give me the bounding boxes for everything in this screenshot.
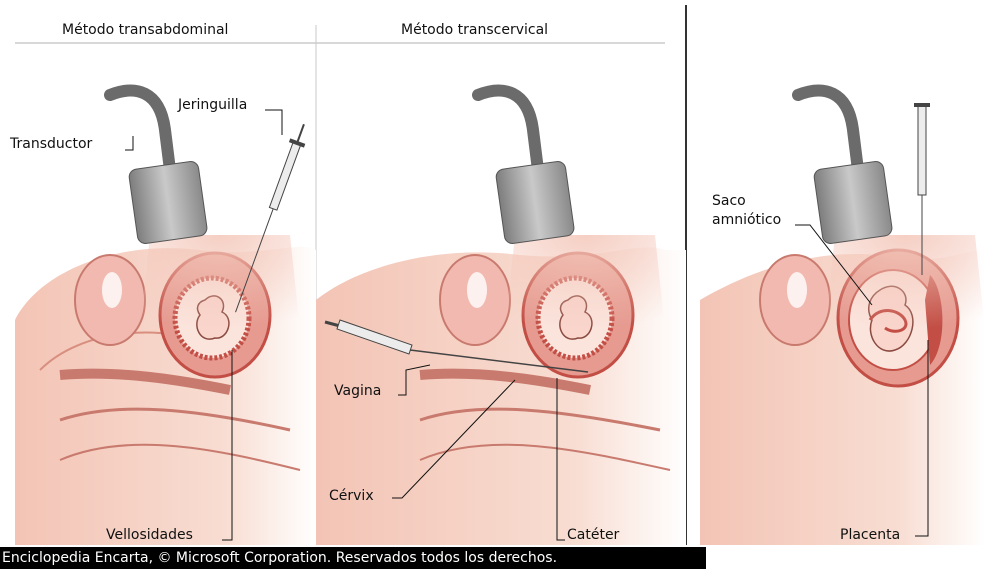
transducer-cable [798, 91, 858, 170]
label-placenta: Placenta [840, 527, 900, 543]
transducer-probe [495, 160, 575, 244]
label-vellosidades: Vellosidades [106, 527, 193, 543]
label-vagina: Vagina [334, 383, 381, 399]
transducer-probe [128, 160, 208, 244]
ultrasound-beam [505, 235, 665, 330]
panel-transcervical [316, 91, 686, 545]
header-transcervical: Método transcervical [401, 22, 548, 38]
leader-transductor [125, 136, 133, 150]
label-jeringuilla: Jeringuilla [178, 97, 247, 113]
ultrasound-beam [825, 235, 985, 330]
copyright-footer: Enciclopedia Encarta, © Microsoft Corpor… [0, 547, 706, 569]
label-cervix: Cérvix [329, 488, 374, 504]
label-amniotico: amniótico [712, 212, 781, 228]
transducer-cable [110, 91, 170, 170]
label-cateter: Catéter [567, 527, 619, 543]
panel-amniocentesis [700, 91, 985, 545]
transducer-probe [813, 160, 893, 244]
ultrasound-beam [140, 235, 300, 330]
header-transabdominal: Método transabdominal [62, 22, 228, 38]
panel-transabdominal [15, 91, 316, 545]
leader-jeringuilla [265, 110, 282, 135]
label-saco: Saco [712, 193, 746, 209]
label-transductor: Transductor [10, 136, 92, 152]
transducer-cable [478, 91, 538, 170]
